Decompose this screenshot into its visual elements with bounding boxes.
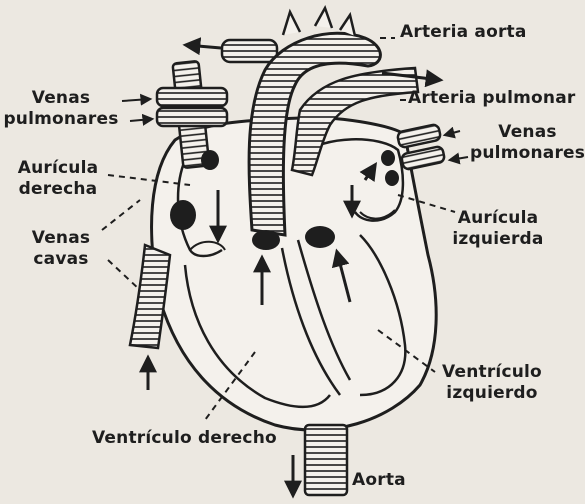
label-aorta: Aorta — [352, 470, 406, 491]
pulmonary-vein-opening-2 — [385, 170, 399, 186]
pulmonary-vein-right-1 — [397, 124, 441, 148]
pulmonary-vein-opening-1 — [381, 150, 395, 166]
label-line: izquierda — [448, 229, 548, 250]
aortic-branches — [283, 8, 355, 36]
label-venas-pulmonares-left: Venas pulmonares — [2, 88, 120, 130]
label-line: pulmonares — [470, 143, 585, 164]
label-line: izquierdo — [436, 383, 548, 404]
tricuspid-opening — [170, 200, 196, 230]
label-ventriculo-izquierdo: Ventrículo izquierdo — [436, 362, 548, 404]
aortic-valve — [252, 230, 280, 250]
label-arteria-pulmonar: Arteria pulmonar — [408, 88, 575, 109]
label-line: Venas — [2, 88, 120, 109]
label-auricula-izquierda: Aurícula izquierda — [448, 208, 548, 250]
label-line: pulmonares — [2, 109, 120, 130]
label-line: cavas — [24, 249, 98, 270]
pulmonary-vein-left-1 — [157, 88, 227, 106]
label-auricula-derecha: Aurícula derecha — [12, 158, 104, 200]
label-venas-cavas: Venas cavas — [24, 228, 98, 270]
label-line: Venas — [24, 228, 98, 249]
label-line: Venas — [470, 122, 585, 143]
label-line: derecha — [12, 179, 104, 200]
pulmonary-vein-left-2 — [157, 108, 227, 126]
label-venas-pulmonares-right: Venas pulmonares — [470, 122, 585, 164]
vena-cava-inferior — [130, 245, 170, 348]
right-atrium-opening — [201, 150, 219, 170]
label-line: Aurícula — [12, 158, 104, 179]
descending-aorta — [305, 425, 347, 495]
mitral-opening — [305, 226, 335, 248]
pulmonary-artery-branch-left — [222, 40, 277, 62]
label-arteria-aorta: Arteria aorta — [400, 22, 527, 43]
label-line: Aurícula — [448, 208, 548, 229]
label-line: Ventrículo — [436, 362, 548, 383]
label-ventriculo-derecho: Ventrículo derecho — [92, 428, 277, 449]
